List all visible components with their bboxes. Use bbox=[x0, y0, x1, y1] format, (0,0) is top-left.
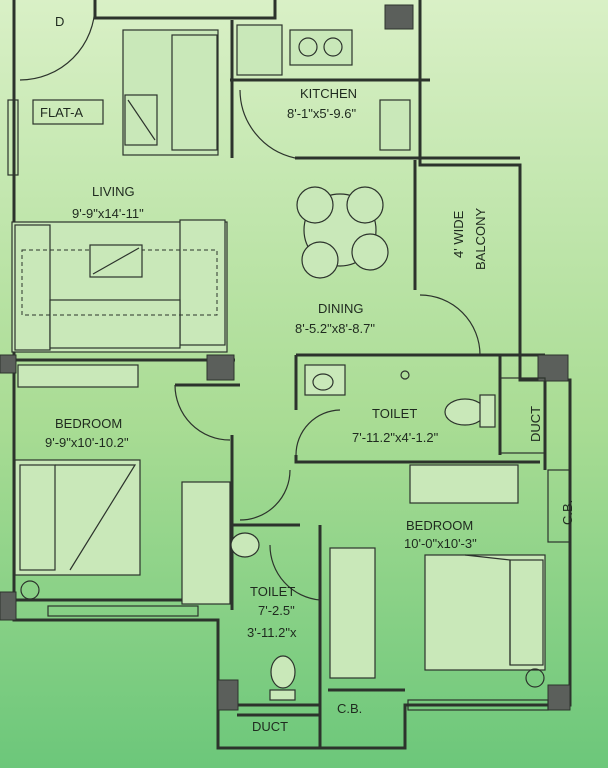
balcony-label-1: 4' WIDE bbox=[451, 210, 466, 258]
duct1-label: DUCT bbox=[528, 406, 543, 442]
kitchen-dim: 8'-1"x5'-9.6" bbox=[287, 106, 356, 121]
sitting-area bbox=[122, 29, 219, 156]
toilet2-name: TOILET bbox=[250, 584, 295, 599]
cb1-label: C.B. bbox=[560, 500, 575, 525]
toilet1-fittings bbox=[304, 364, 496, 428]
living-name: LIVING bbox=[92, 184, 135, 199]
dining-name: DINING bbox=[318, 301, 364, 316]
flat-label: FLAT-A bbox=[40, 105, 83, 120]
toilet2-fittings bbox=[230, 532, 296, 701]
dining-furniture bbox=[296, 186, 389, 279]
door-label: D bbox=[55, 14, 64, 29]
living-dim: 9'-9"x14'-11" bbox=[72, 206, 144, 221]
doors bbox=[19, 4, 481, 601]
bedroom1-bed bbox=[14, 459, 141, 600]
bedroom1-dim: 9'-9"x10'-10.2" bbox=[45, 435, 129, 450]
toilet2-dim1: 7'-2.5" bbox=[258, 603, 295, 618]
windows bbox=[7, 99, 549, 711]
wardrobes bbox=[17, 364, 519, 679]
cb2-label: C.B. bbox=[337, 701, 362, 716]
bedroom1-name: BEDROOM bbox=[55, 416, 122, 431]
kitchen-name: KITCHEN bbox=[300, 86, 357, 101]
duct1-box bbox=[499, 377, 546, 454]
walls bbox=[12, 0, 572, 750]
toilet1-dim: 7'-11.2"x4'-1.2" bbox=[352, 430, 439, 445]
room-labels: D FLAT-A KITCHEN 8'-1"x5'-9.6" LIVING 9'… bbox=[32, 14, 575, 734]
toilet2-dim2: 3'-11.2"x bbox=[247, 625, 297, 640]
dining-dim: 8'-5.2"x8'-8.7" bbox=[295, 321, 375, 336]
flat-label-box bbox=[32, 99, 104, 125]
balcony-label-2: BALCONY bbox=[473, 208, 488, 270]
toilet1-name: TOILET bbox=[372, 406, 417, 421]
cb1-box bbox=[547, 469, 571, 543]
bedroom2-dim: 10'-0"x10'-3" bbox=[404, 536, 477, 551]
kitchen-fittings bbox=[236, 24, 411, 151]
living-furniture bbox=[11, 219, 228, 353]
bedroom2-bed bbox=[424, 554, 546, 688]
bedroom2-name: BEDROOM bbox=[406, 518, 473, 533]
duct2-label: DUCT bbox=[252, 719, 288, 734]
columns bbox=[0, 4, 571, 711]
